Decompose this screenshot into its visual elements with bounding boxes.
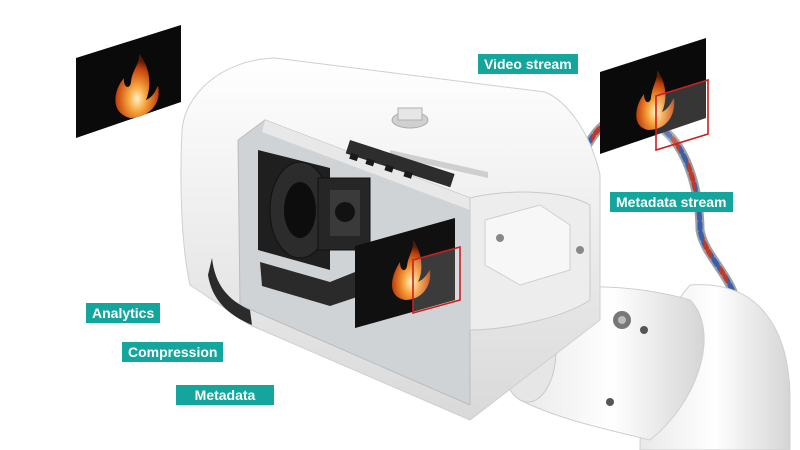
source-image-frame [76,25,181,138]
detection-box [655,78,709,152]
flame-icon [391,240,431,300]
camera-housing [180,57,601,421]
circuit-board [345,140,455,188]
detection-box [412,245,461,315]
video-stream-label: Video stream [478,54,578,74]
lens-assembly [258,150,371,306]
flame-icon [115,54,159,118]
metadata-label: Metadata [176,385,274,405]
metadata-stream-label: Metadata stream [610,192,733,212]
output-video-frame [600,38,709,154]
processed-image-frame [355,218,461,328]
compression-label: Compression [122,342,224,362]
analytics-label: Analytics [86,303,161,323]
